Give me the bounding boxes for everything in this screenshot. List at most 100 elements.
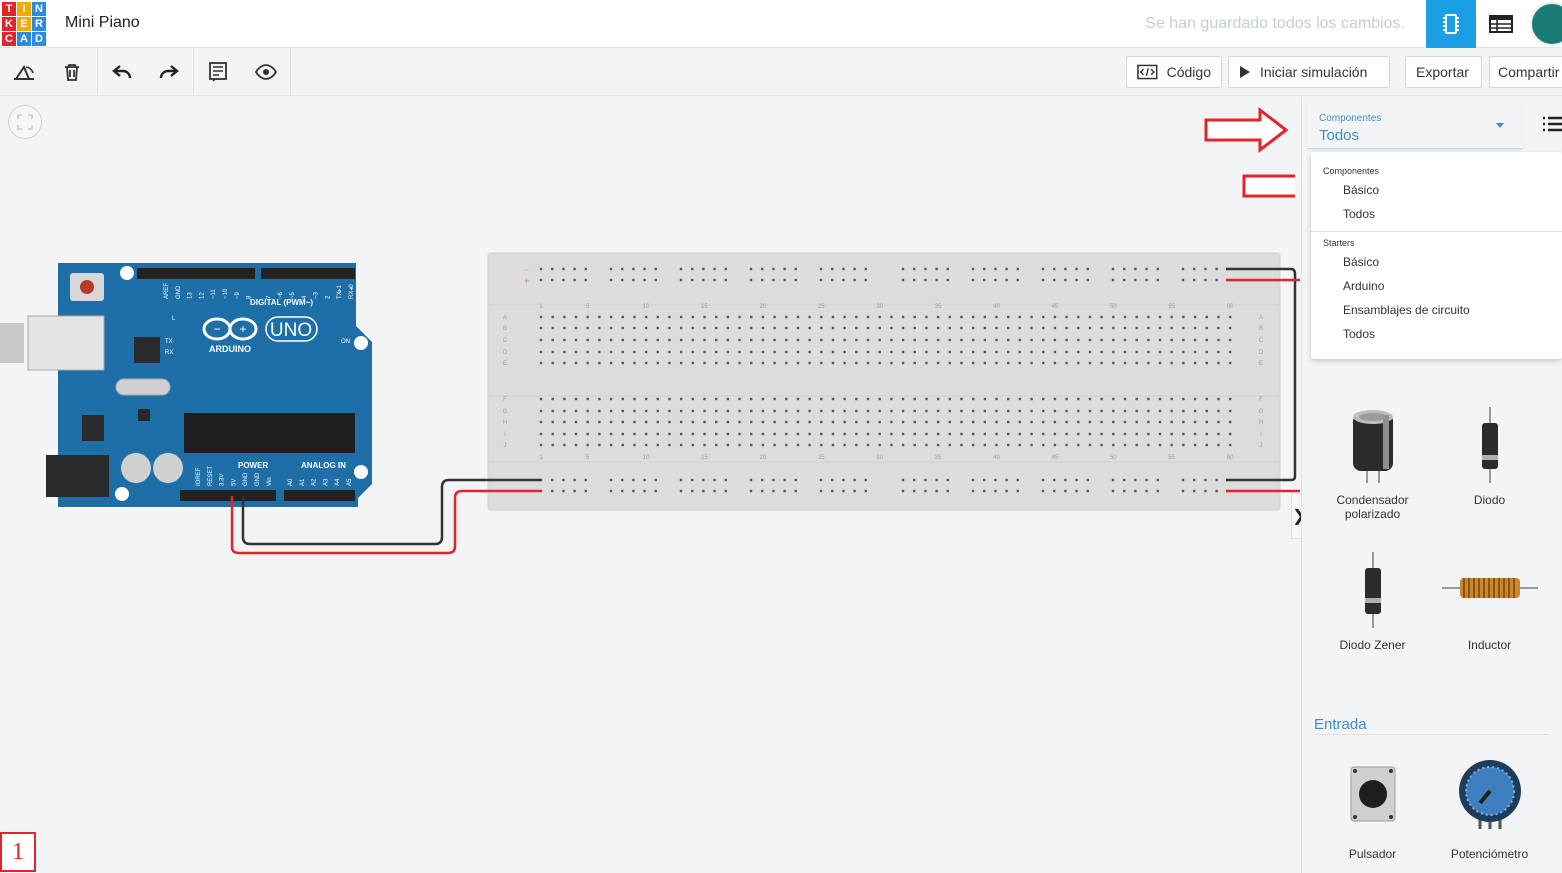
- breadboard[interactable]: [488, 253, 1280, 510]
- dropdown-item-starters-ensamblajes[interactable]: Ensamblajes de circuito: [1343, 303, 1470, 317]
- schematic-list-button[interactable]: [1476, 0, 1526, 48]
- dropdown-item-todos[interactable]: Todos: [1343, 207, 1376, 221]
- power-header: [180, 490, 276, 501]
- pin-label: A3: [323, 478, 329, 486]
- notes-button[interactable]: [194, 48, 242, 96]
- undo-icon: [112, 65, 132, 79]
- breadboard-row-label: G: [503, 409, 508, 415]
- dropdown-group-label: Componentes: [1323, 166, 1380, 176]
- annotation-arrow-icon: [1204, 106, 1289, 154]
- rx-label: RX: [165, 350, 173, 356]
- redo-button[interactable]: [145, 48, 193, 96]
- board-model-label: UNO: [270, 320, 312, 341]
- pin-label: A1: [300, 478, 306, 486]
- breadboard-column-number: 40: [993, 455, 1000, 461]
- page-number: 1: [0, 832, 36, 872]
- start-simulation-button[interactable]: Iniciar simulación: [1228, 56, 1390, 88]
- wire-black-gnd[interactable]: [241, 478, 541, 546]
- circuit-drawing: − + ARDUINO UNO DIGITAL (PWM~) POWER ANA…: [0, 252, 1300, 555]
- breadboard-row-label: H: [503, 420, 507, 426]
- logo-letter: C: [2, 32, 16, 46]
- breadboard-row-label: D: [503, 350, 508, 356]
- logo-letter: R: [32, 17, 46, 31]
- visibility-button[interactable]: [242, 48, 290, 96]
- trash-icon: [65, 64, 79, 81]
- start-simulation-label: Iniciar simulación: [1260, 64, 1368, 80]
- project-title[interactable]: Mini Piano: [65, 14, 140, 31]
- pin-label: 5V: [231, 479, 237, 486]
- svg-text:−: −: [213, 322, 220, 336]
- power-label: POWER: [238, 461, 268, 470]
- rail-plus-label: +: [524, 276, 529, 286]
- board-brand-label: ARDUINO: [209, 344, 251, 354]
- user-avatar[interactable]: [1530, 2, 1562, 46]
- breadboard-row-label: C: [503, 338, 508, 344]
- breadboard-column-number: 10: [643, 455, 650, 461]
- component-polarized-capacitor[interactable]: Condensador polarizado: [1314, 405, 1431, 521]
- wire-black-rails[interactable]: [1226, 267, 1297, 482]
- component-zener-diode[interactable]: Diodo Zener: [1314, 550, 1431, 652]
- breadboard-column-number: 1: [539, 304, 543, 310]
- rotate-icon: [14, 64, 34, 80]
- component-inductor[interactable]: Inductor: [1431, 550, 1548, 652]
- delete-button[interactable]: [48, 48, 96, 96]
- pin-label: ~6: [278, 291, 284, 299]
- breadboard-column-number: 35: [935, 304, 942, 310]
- breadboard-column-number: 10: [643, 304, 650, 310]
- share-button[interactable]: Compartir: [1489, 56, 1562, 88]
- rotate-button[interactable]: [0, 48, 48, 96]
- dropdown-item-starters-basico[interactable]: Básico: [1343, 255, 1380, 269]
- atmega-chip: [184, 413, 355, 453]
- diode-icon: [1481, 407, 1498, 483]
- l-label: L: [172, 316, 176, 322]
- dropdown-item-basico[interactable]: Básico: [1343, 183, 1380, 197]
- breadboard-column-number: 45: [1052, 455, 1059, 461]
- reset-button-cap: [80, 280, 94, 294]
- component-diode[interactable]: Diodo: [1431, 405, 1548, 507]
- notes-icon: [209, 62, 227, 82]
- breadboard-column-number: 25: [818, 304, 825, 310]
- schematic-list-icon: [1489, 15, 1513, 33]
- logo-letter: E: [17, 17, 31, 31]
- code-button[interactable]: Código: [1126, 56, 1222, 88]
- analog-header: [284, 490, 355, 501]
- dropdown-item-starters-arduino[interactable]: Arduino: [1343, 279, 1385, 293]
- breadboard-row-label: J: [504, 443, 507, 449]
- pin-label: RX◂0: [349, 284, 355, 299]
- circuit-view-button[interactable]: [1426, 0, 1476, 48]
- breadboard-column-number: 55: [1168, 455, 1175, 461]
- dropdown-item-starters-todos[interactable]: Todos: [1343, 327, 1376, 341]
- pin-label: 8: [247, 295, 253, 299]
- breadboard-row-label: F: [503, 397, 507, 403]
- breadboard-column-number: 30: [876, 455, 883, 461]
- undo-button[interactable]: [98, 48, 146, 96]
- zoom-to-fit-button[interactable]: [8, 105, 42, 139]
- workplane[interactable]: − + ARDUINO UNO DIGITAL (PWM~) POWER ANA…: [0, 97, 1300, 873]
- visibility-icon: [255, 64, 277, 80]
- component-potentiometer[interactable]: Potenciómetro: [1431, 757, 1548, 861]
- components-select[interactable]: Componentes Todos: [1307, 103, 1522, 149]
- logo-letter: A: [17, 32, 31, 46]
- power-jack: [46, 455, 109, 497]
- pin-label: A4: [335, 478, 341, 486]
- digital-label: DIGITAL (PWM~): [250, 298, 313, 307]
- wire-red-5v[interactable]: [230, 489, 541, 555]
- breadboard-row-label: F: [1259, 397, 1263, 403]
- component-pushbutton[interactable]: Pulsador: [1314, 757, 1431, 861]
- select-label: Componentes: [1319, 113, 1382, 124]
- pin-label: 7: [266, 295, 272, 299]
- pin-label: A5: [347, 478, 353, 486]
- logo-letter: K: [2, 17, 16, 31]
- mount-hole: [115, 487, 129, 501]
- export-button[interactable]: Exportar: [1405, 56, 1482, 88]
- breadboard-column-number: 50: [1110, 304, 1117, 310]
- list-view-button[interactable]: [1542, 116, 1562, 137]
- section-divider: [1314, 734, 1549, 735]
- rail-minus-label: −: [524, 265, 529, 275]
- breadboard-column-number: 55: [1168, 304, 1175, 310]
- component-label: Condensador polarizado: [1336, 493, 1409, 521]
- pin-label: ~10: [223, 288, 229, 299]
- circuit-view-icon: [1443, 14, 1459, 34]
